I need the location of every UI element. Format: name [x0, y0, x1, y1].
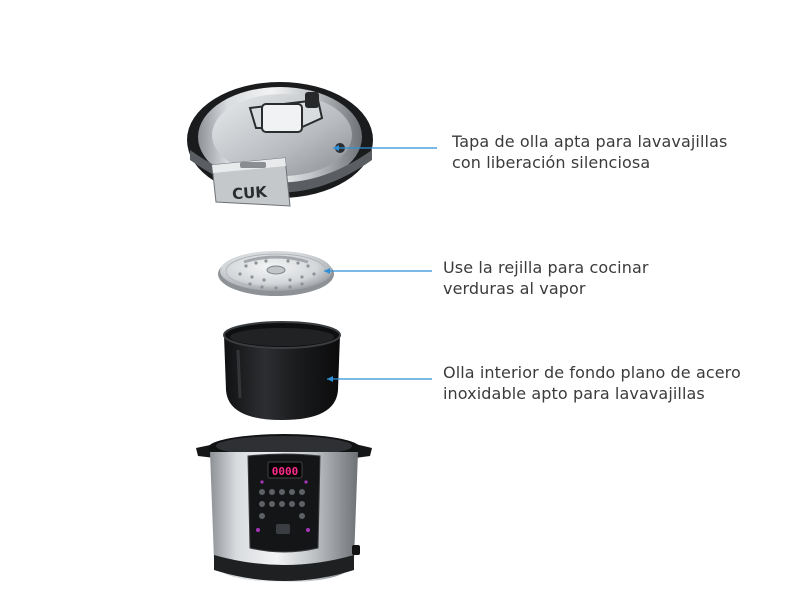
rack-callout: Use la rejilla para cocinar verduras al …	[443, 257, 649, 299]
cooker-base	[196, 434, 372, 582]
inner-pot	[223, 321, 341, 420]
pressure-cooker-lid	[187, 82, 373, 207]
lid-callout-line1: Tapa de olla apta para lavavajillas	[452, 132, 728, 151]
pot-callout: Olla interior de fondo plano de acero in…	[443, 362, 741, 404]
rack-callout-line1: Use la rejilla para cocinar	[443, 258, 649, 277]
pot-callout-line2: inoxidable apto para lavavajillas	[443, 384, 705, 403]
pot-callout-line1: Olla interior de fondo plano de acero	[443, 363, 741, 382]
callout-arrows	[324, 145, 437, 382]
lid-callout-line2: con liberación silenciosa	[452, 153, 651, 172]
lid-callout: Tapa de olla apta para lavavajillas con …	[452, 131, 727, 173]
display-readout: 0000	[272, 465, 299, 478]
lid-logo: CUK	[231, 183, 268, 203]
steam-rack	[218, 251, 334, 296]
rack-callout-line2: verduras al vapor	[443, 279, 586, 298]
